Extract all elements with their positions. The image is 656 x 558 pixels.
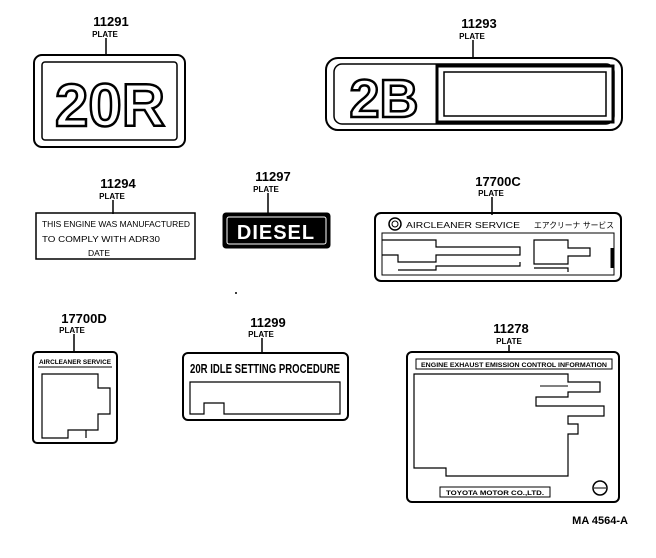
part-label: PLATE <box>459 32 485 41</box>
part-11297: 11297 PLATE DIESEL <box>222 169 331 249</box>
part-number: 17700C <box>475 174 521 189</box>
part-number: 11297 <box>255 169 290 184</box>
part-label: PLATE <box>99 192 125 201</box>
plate-text: 2B <box>349 69 418 129</box>
plate-footer: TOYOTA MOTOR CO.,LTD. <box>446 491 544 497</box>
part-17700c: 17700C PLATE AIRCLEANER SERVICE エアクリーナ サ… <box>374 174 622 282</box>
plate-text: 20R IDLE SETTING PROCEDURE <box>190 361 340 376</box>
plate-line-2: TO COMPLY WITH ADR30 <box>42 234 160 244</box>
part-11299: 11299 PLATE 20R IDLE SETTING PROCEDURE <box>182 315 349 421</box>
part-label: PLATE <box>59 326 85 335</box>
part-11291: 11291 PLATE 20R <box>33 14 186 148</box>
figure-id: MA 4564-A <box>572 515 628 527</box>
part-11293: 11293 PLATE 2B <box>325 16 623 131</box>
plate-text: AIRCLEANER SERVICE <box>406 220 520 230</box>
part-number: 11299 <box>250 315 285 330</box>
plate-line-3: DATE <box>88 248 110 258</box>
part-label: PLATE <box>248 330 274 339</box>
plate-line-1: THIS ENGINE WAS MANUFACTURED <box>42 219 190 229</box>
part-label: PLATE <box>478 189 504 198</box>
plate-text: 20R <box>55 72 165 139</box>
plate-text-jp: エアクリーナ サービス <box>534 221 614 230</box>
part-number: 11293 <box>461 16 496 31</box>
stray-dot <box>235 292 237 294</box>
part-11278: 11278 PLATE ENGINE EXHAUST EMISSION CONT… <box>406 321 620 503</box>
part-label: PLATE <box>92 30 118 39</box>
part-label: PLATE <box>496 337 522 346</box>
part-17700d: 17700D PLATE AIRCLEANER SERVICE <box>32 311 118 444</box>
plate-header: ENGINE EXHAUST EMISSION CONTROL INFORMAT… <box>421 363 607 369</box>
plate-text: DIESEL <box>237 222 315 244</box>
part-number: 11278 <box>493 321 528 336</box>
part-number: 11291 <box>93 14 128 29</box>
part-11294: 11294 PLATE THIS ENGINE WAS MANUFACTURED… <box>35 176 196 260</box>
part-number: 11294 <box>100 176 136 191</box>
plate-text: AIRCLEANER SERVICE <box>39 360 111 366</box>
part-number: 17700D <box>61 311 107 326</box>
part-label: PLATE <box>253 185 279 194</box>
